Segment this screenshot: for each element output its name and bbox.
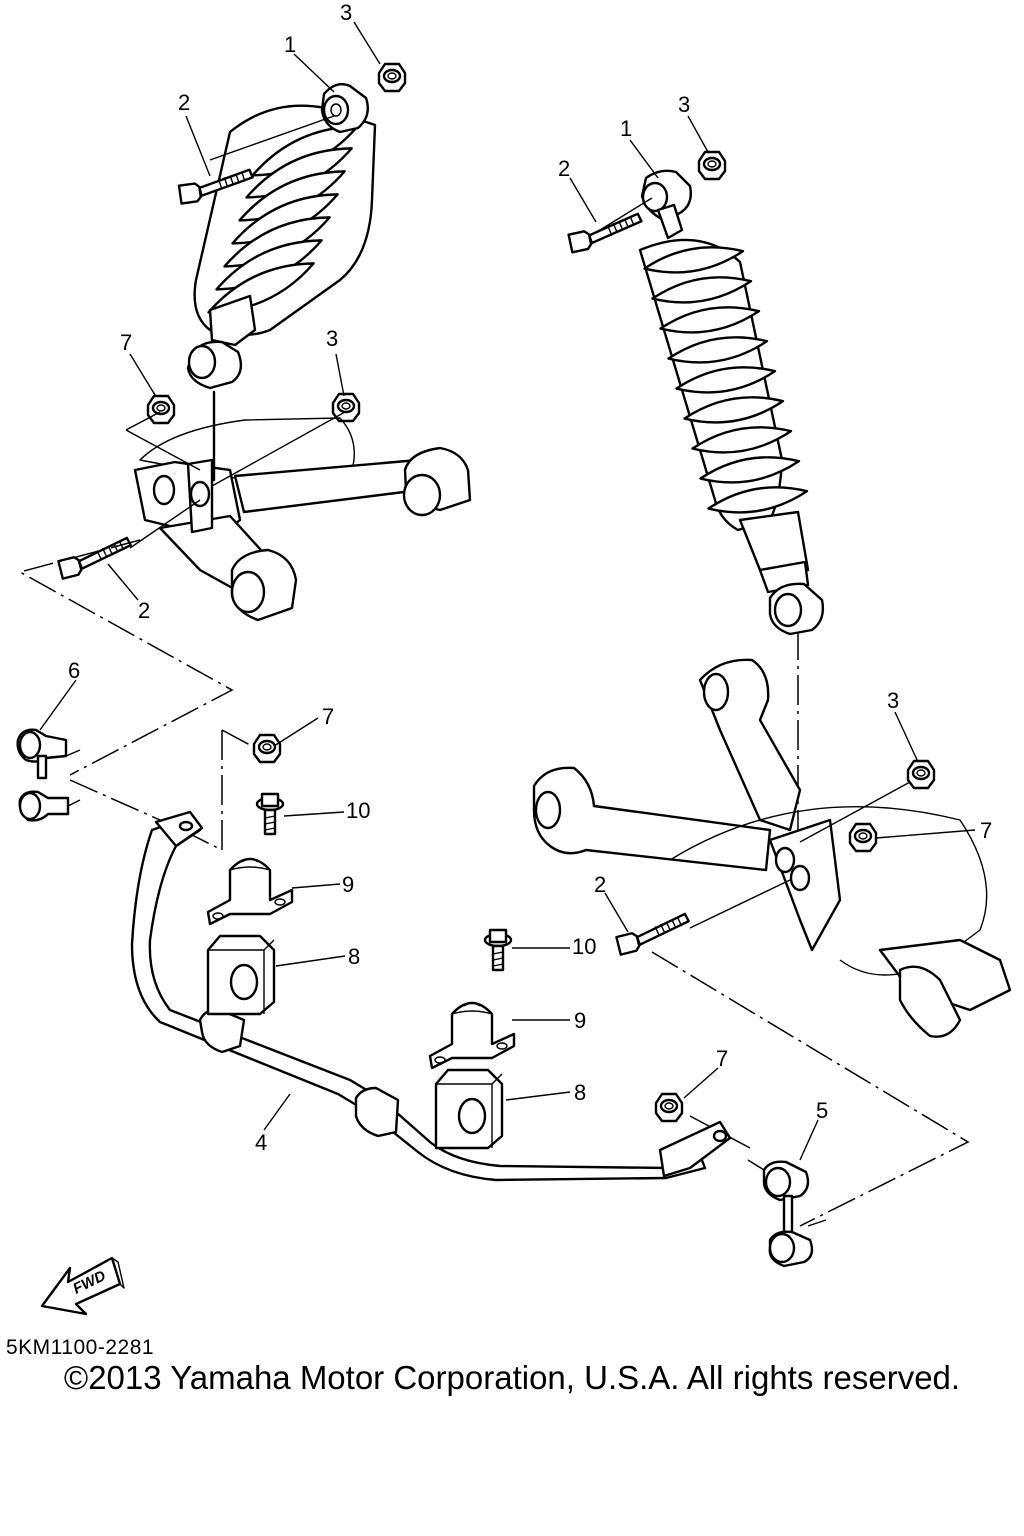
callout-1: 1 [620,116,632,141]
clamp-9-right [428,1001,516,1070]
leader-lines [39,21,976,1161]
right-lower-arm [532,658,1012,1038]
left-nut-axis [211,411,346,487]
nut-7-right [848,822,878,853]
callout-7: 7 [120,330,132,355]
copyright-notice: ©2013 Yamaha Motor Corporation, U.S.A. A… [63,1359,961,1396]
callout-2: 2 [178,90,190,115]
callout-2: 2 [138,598,150,623]
callout-5: 5 [816,1098,828,1123]
link-rod-5 [747,1159,827,1268]
callout-2: 2 [594,872,606,897]
right-nut-axis [799,781,911,843]
bushing-8-left [206,934,276,1016]
left-lower-arm [133,417,472,622]
nut-3-upper-right [697,150,727,181]
bushing-8-right [434,1068,504,1150]
callout-6: 6 [68,658,80,683]
callout-7: 7 [716,1046,728,1071]
fwd-arrow-icon: FWD [40,1256,125,1316]
right-upper-bolt-axis [599,197,653,231]
callout-labels: 1 1 2 2 2 2 3 3 3 3 4 5 6 7 7 7 7 8 8 9 … [68,0,992,1155]
callout-10: 10 [572,934,596,959]
bolt-10-right [483,928,513,972]
callout-7: 7 [980,818,992,843]
callout-3: 3 [678,92,690,117]
left-shock-absorber [186,83,377,390]
callout-7: 7 [322,704,334,729]
right-shock-absorber [638,169,825,636]
callout-3: 3 [887,688,899,713]
bolt-2-lower-right [613,912,694,956]
callout-9: 9 [574,1008,586,1033]
callout-1: 1 [284,32,296,57]
nut-7-stabilizer-left [252,733,282,764]
stabilizer-bar [130,810,732,1182]
callout-2: 2 [558,156,570,181]
nut-3-right [906,759,936,790]
callout-9: 9 [342,872,354,897]
callout-3: 3 [326,326,338,351]
nut-7-left [146,394,176,425]
callout-8: 8 [574,1080,586,1105]
bolt-2-upper-right [566,212,646,254]
callout-10: 10 [346,798,370,823]
bolt-10-left [255,792,285,836]
callout-8: 8 [348,944,360,969]
callout-4: 4 [255,1130,267,1155]
nut-7-stabilizer-right [654,1092,684,1123]
assembly-guide-lines [18,539,970,1227]
nut-3-upper-left [377,62,407,93]
leader-axis [209,115,335,161]
left-nut-guide [125,411,201,471]
clamp-9-left [206,857,294,926]
bolt-2-lower-left [55,536,136,580]
left-bolt-axis [129,499,201,549]
callout-3: 3 [340,0,352,25]
link-rod-6 [16,728,81,822]
right-bolt-axis [689,879,791,929]
diagram-code: 5KM1100-2281 [6,1336,155,1359]
